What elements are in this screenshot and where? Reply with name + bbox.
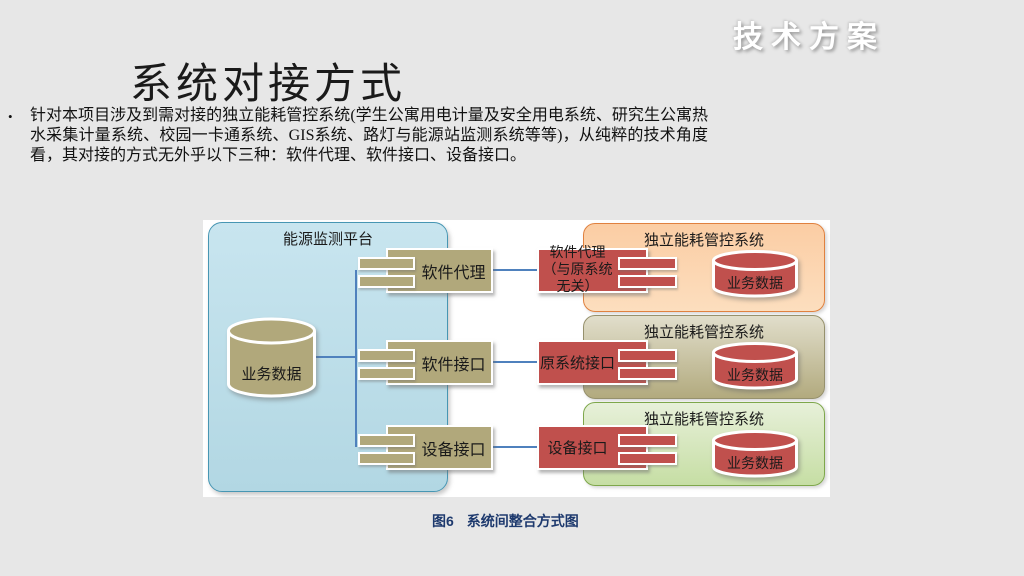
interface-tab-icon xyxy=(618,452,677,465)
bullet-marker: • xyxy=(8,109,13,124)
diagram-panel: 能源监测平台 独立能耗管控系统 独立能耗管控系统 独立能耗管控系统 业务数据 xyxy=(203,220,830,497)
system-database-3: 业务数据 xyxy=(710,430,800,478)
system-interface-original-api: 原系统接口 xyxy=(537,340,648,385)
platform-database-label: 业务数据 xyxy=(241,367,302,383)
database-cylinder-icon xyxy=(712,250,798,298)
corner-banner-label: 技术方案 xyxy=(733,21,885,54)
interface-tab-icon xyxy=(358,257,415,270)
database-cylinder-icon xyxy=(712,342,798,390)
interface-tab-icon xyxy=(618,349,677,362)
platform-interface-software-agent: 软件代理 xyxy=(386,248,493,293)
system-box-2-title: 独立能耗管控系统 xyxy=(643,325,764,341)
figure-caption: 图6 系统间整合方式图 xyxy=(432,511,579,531)
database-cylinder-icon xyxy=(227,317,316,398)
interface-tab-icon xyxy=(618,367,677,380)
system-database-label: 业务数据 xyxy=(727,369,783,384)
system-interface-label: 软件代理 （与原系统 无关） xyxy=(542,246,613,295)
system-interface-label: 设备接口 xyxy=(547,441,608,457)
figure-number: 图6 xyxy=(432,513,454,529)
figure-caption-text: 系统间整合方式图 xyxy=(466,513,579,529)
platform-interface-label: 软件代理 xyxy=(421,264,486,282)
page-title: 系统对接方式 xyxy=(130,62,407,108)
interface-tab-icon xyxy=(618,434,677,447)
system-box-1-title: 独立能耗管控系统 xyxy=(643,233,764,249)
interface-tab-icon xyxy=(358,367,415,380)
platform-interface-label: 软件接口 xyxy=(421,356,486,374)
interface-tab-icon xyxy=(358,434,415,447)
interface-tab-icon xyxy=(358,275,415,288)
platform-interface-label: 设备接口 xyxy=(421,441,486,459)
interface-tab-icon xyxy=(358,349,415,362)
system-database-label: 业务数据 xyxy=(727,277,783,292)
system-interface-label: 原系统接口 xyxy=(539,356,615,372)
system-database-2: 业务数据 xyxy=(710,342,800,390)
platform-database: 业务数据 xyxy=(225,316,318,400)
system-database-1: 业务数据 xyxy=(710,250,800,298)
interface-tab-icon xyxy=(618,275,677,288)
interface-tab-icon xyxy=(358,452,415,465)
platform-box-title: 能源监测平台 xyxy=(282,232,373,248)
system-database-label: 业务数据 xyxy=(727,457,783,472)
database-cylinder-icon xyxy=(712,430,798,478)
bullet-paragraph: • 针对本项目涉及到需对接的独立能耗管控系统(学生公寓用电计量及安全用电系统、研… xyxy=(8,106,708,166)
system-box-3-title: 独立能耗管控系统 xyxy=(643,412,764,428)
interface-tab-icon xyxy=(618,257,677,270)
bullet-text: 针对本项目涉及到需对接的独立能耗管控系统(学生公寓用电计量及安全用电系统、研究生… xyxy=(30,107,708,164)
